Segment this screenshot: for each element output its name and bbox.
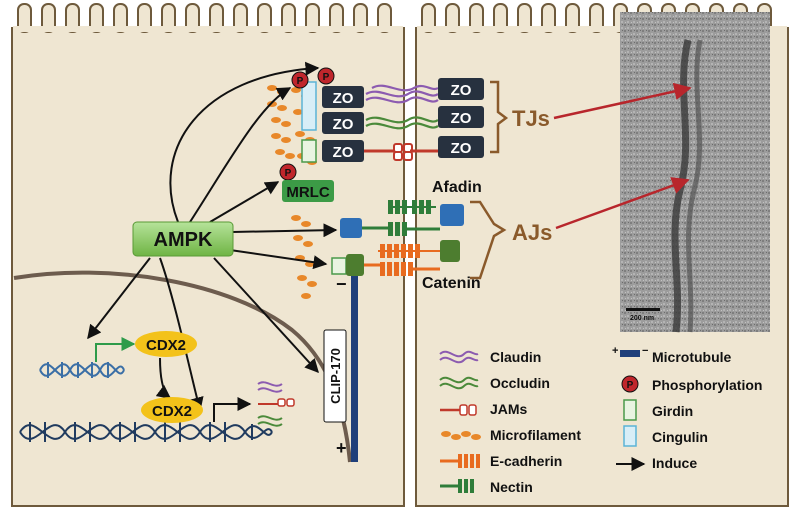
cdx2-induce-arrow bbox=[95, 337, 136, 362]
afadin-label: Afadin bbox=[432, 179, 482, 196]
zo-left-3: ZO bbox=[322, 140, 364, 162]
afadin-left bbox=[340, 218, 362, 238]
tjs-label: TJs bbox=[512, 106, 550, 131]
microtubule-plus: + bbox=[336, 438, 347, 458]
svg-text:P: P bbox=[627, 380, 634, 391]
ampk-induce-arrows bbox=[87, 61, 338, 412]
legend-phosphorylation-label: Phosphorylation bbox=[652, 377, 762, 393]
cdx2-translocate-arrow bbox=[155, 357, 172, 399]
microfilament-icon bbox=[441, 431, 481, 440]
microtubule-icon: + − bbox=[612, 345, 648, 357]
svg-text:ZO: ZO bbox=[333, 116, 354, 133]
legend-jam-label: JAMs bbox=[490, 401, 528, 417]
zo-right-3: ZO bbox=[438, 136, 484, 158]
cdx2-lower: CDX2 bbox=[141, 397, 203, 423]
cdx2-target-arrow bbox=[213, 397, 252, 422]
left-cell-microvilli bbox=[17, 3, 392, 33]
phospho-zo: P bbox=[317, 67, 335, 85]
svg-text:P: P bbox=[285, 168, 292, 179]
nectin-icon bbox=[440, 479, 474, 493]
svg-text:ZO: ZO bbox=[333, 144, 354, 161]
legend: Claudin Occludin JAMs Microfilament E-ca… bbox=[439, 345, 762, 495]
clip-170-label: CLIP-170 bbox=[328, 348, 343, 404]
ecadherin-pair bbox=[364, 244, 440, 276]
claudin-icon bbox=[439, 350, 479, 364]
occludin-icon bbox=[439, 376, 479, 390]
svg-text:+: + bbox=[612, 345, 618, 357]
legend-microfilament-label: Microfilament bbox=[490, 427, 581, 443]
ampk-node: AMPK bbox=[132, 221, 234, 257]
girdin-ajs bbox=[331, 257, 347, 275]
svg-text:CDX2: CDX2 bbox=[146, 337, 186, 354]
svg-text:ZO: ZO bbox=[451, 82, 472, 99]
afadin-right bbox=[440, 204, 464, 226]
microtubule bbox=[351, 276, 358, 462]
zo-right-2: ZO bbox=[438, 106, 484, 128]
mrlc-label: MRLC bbox=[286, 184, 329, 201]
nectin-pair bbox=[362, 200, 440, 236]
cingulin-icon bbox=[623, 425, 637, 447]
zo-left-2: ZO bbox=[322, 112, 364, 134]
clip-170-node: CLIP-170 bbox=[323, 329, 347, 423]
ajs-bracket bbox=[470, 200, 507, 280]
ampk-label: AMPK bbox=[154, 229, 213, 251]
catenin-right bbox=[440, 240, 460, 262]
phospho-mrlc: P bbox=[279, 163, 297, 181]
svg-text:ZO: ZO bbox=[451, 110, 472, 127]
ecadherin-icon bbox=[440, 454, 480, 468]
phospho-cingulin: P bbox=[291, 71, 309, 89]
ajs-label: AJs bbox=[512, 220, 552, 245]
svg-text:−: − bbox=[642, 345, 648, 357]
phosphorylation-icon: P bbox=[621, 375, 639, 393]
legend-ecadherin-label: E-cadherin bbox=[490, 453, 562, 469]
legend-induce-label: Induce bbox=[652, 455, 697, 471]
microtubule-minus: − bbox=[336, 274, 347, 294]
dna-upper bbox=[39, 362, 125, 378]
svg-text:CDX2: CDX2 bbox=[152, 403, 192, 420]
svg-text:P: P bbox=[323, 72, 330, 83]
svg-text:P: P bbox=[297, 76, 304, 87]
cingulin-box bbox=[301, 81, 317, 131]
jam-icon bbox=[440, 404, 477, 416]
electron-micrograph: 200 nm bbox=[620, 12, 770, 333]
mrlc-node: MRLC bbox=[282, 180, 334, 202]
svg-text:ZO: ZO bbox=[451, 140, 472, 157]
girdin-icon bbox=[623, 399, 637, 421]
claudin-strands bbox=[365, 84, 439, 104]
target-gene-products bbox=[257, 381, 295, 427]
jam-pair bbox=[364, 143, 440, 161]
dna-lower bbox=[19, 422, 273, 442]
cdx2-upper: CDX2 bbox=[135, 331, 197, 357]
legend-cingulin-label: Cingulin bbox=[652, 429, 708, 445]
scale-bar-label: 200 nm bbox=[630, 315, 654, 322]
catenin-left bbox=[346, 254, 364, 276]
zo-left-1: ZO bbox=[322, 86, 364, 108]
girdin-box bbox=[301, 139, 317, 163]
svg-text:ZO: ZO bbox=[333, 90, 354, 107]
tjs-pointer-arrow bbox=[553, 82, 692, 120]
ajs-pointer-arrow bbox=[555, 177, 690, 230]
tjs-bracket bbox=[490, 80, 509, 154]
legend-occludin-label: Occludin bbox=[490, 375, 550, 391]
occludin-strands bbox=[365, 116, 439, 130]
legend-nectin-label: Nectin bbox=[490, 479, 533, 495]
catenin-label: Catenin bbox=[422, 275, 481, 292]
legend-microtubule-label: Microtubule bbox=[652, 349, 732, 365]
legend-girdin-label: Girdin bbox=[652, 403, 693, 419]
zo-right-1: ZO bbox=[438, 78, 484, 100]
legend-claudin-label: Claudin bbox=[490, 349, 541, 365]
